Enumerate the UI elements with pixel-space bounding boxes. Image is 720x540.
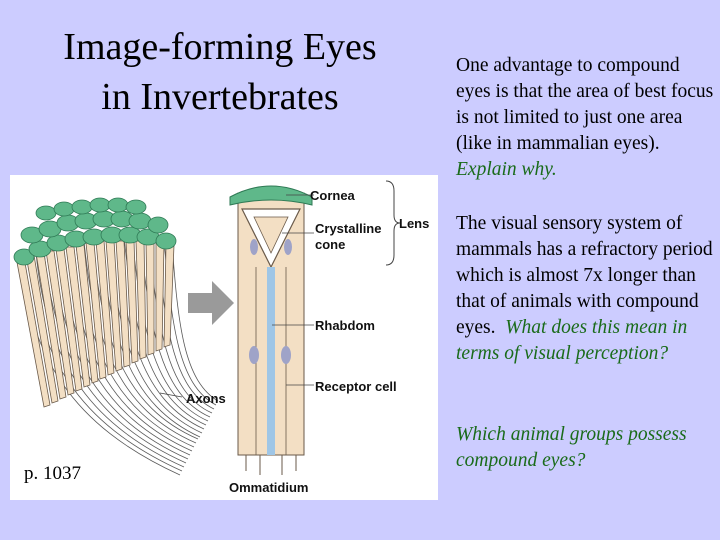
label-cornea: Cornea: [310, 188, 355, 203]
cornea-facets-illustration: [13, 197, 177, 266]
slide-title: Image-forming Eyes in Invertebrates: [20, 22, 420, 122]
paragraph-1-question: Explain why.: [456, 159, 557, 180]
label-cone: cone: [315, 237, 346, 252]
compound-eye-illustration: [13, 180, 401, 476]
label-ommatidium: Ommatidium: [229, 480, 309, 495]
ommatidia-bundle-illustration: [15, 240, 175, 408]
paragraph-1-text: One advantage to compound eyes is that t…: [456, 55, 714, 154]
paragraph-2-question: What does this mean in terms of visual p…: [456, 317, 688, 364]
label-receptor-cell: Receptor cell: [315, 379, 397, 394]
paragraph-animal-groups: Which animal groups possess compound eye…: [456, 422, 718, 474]
compound-eye-figure: Cornea Crystalline cone Lens Rhabdom Rec…: [10, 175, 438, 500]
label-lens: Lens: [399, 216, 430, 231]
label-leader-lines: [159, 194, 314, 398]
page-reference: p. 1037: [24, 463, 81, 484]
label-rhabdom: Rhabdom: [315, 318, 375, 333]
paragraph-compound-eye-focus: One advantage to compound eyes is that t…: [456, 53, 718, 183]
ommatidium-detail-illustration: [229, 185, 313, 475]
magnify-arrow-illustration: [188, 281, 234, 325]
label-crystalline: Crystalline: [315, 221, 382, 236]
lens-bracket: [385, 180, 401, 266]
title-line-2: in Invertebrates: [101, 76, 339, 118]
paragraph-refractory-period: The visual sensory system of mammals has…: [456, 211, 718, 367]
label-axons: Axons: [186, 391, 226, 406]
paragraph-2-text: The visual sensory system of mammals has…: [456, 213, 713, 338]
paragraph-3-question: Which animal groups possess compound eye…: [456, 424, 687, 471]
title-line-1: Image-forming Eyes: [63, 26, 377, 68]
